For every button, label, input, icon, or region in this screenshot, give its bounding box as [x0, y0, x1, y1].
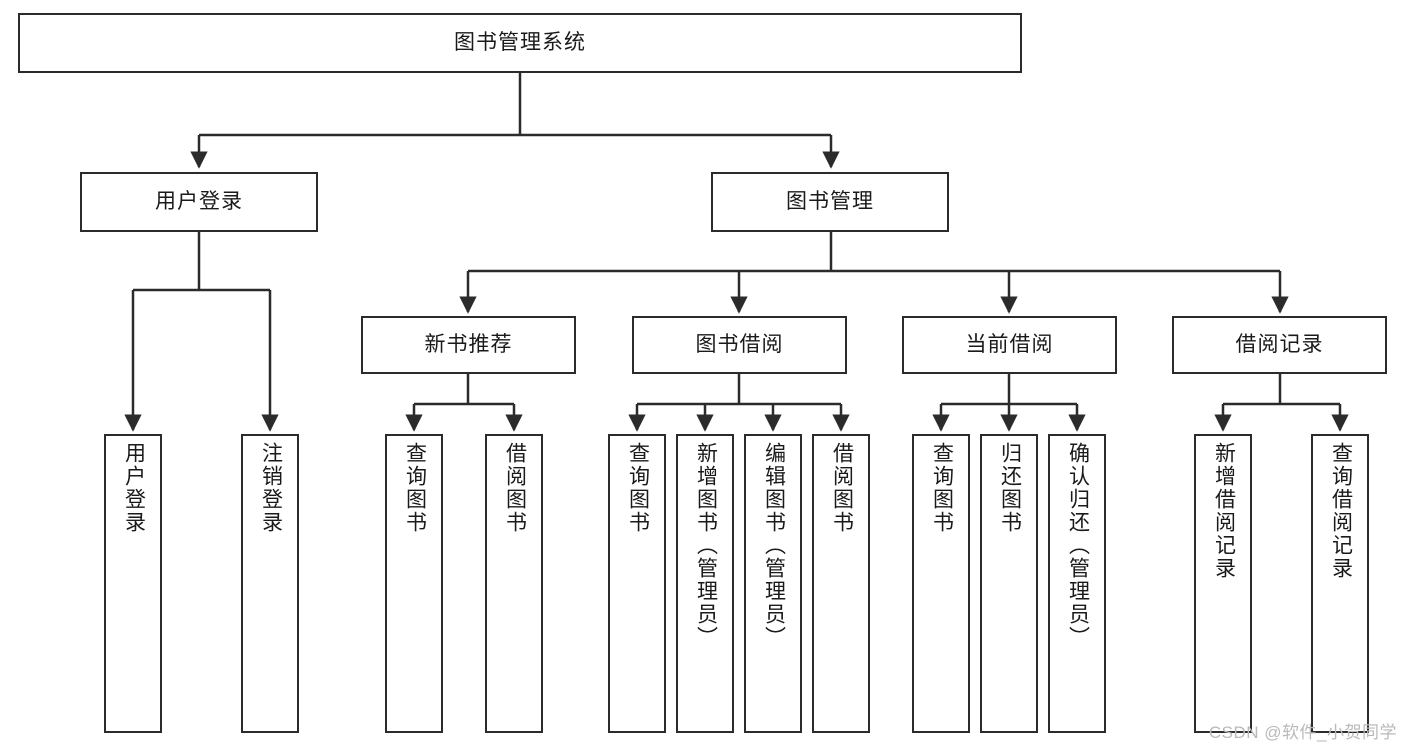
leaf-confirm-return-label: 确认归还（管理员） — [1066, 442, 1090, 649]
leaf-edit-book-label: 编辑图书（管理员） — [762, 442, 786, 649]
leaf-add-book-label: 新增图书（管理员） — [694, 442, 718, 649]
leaf-logout[interactable]: 注销登录 — [241, 434, 299, 733]
leaf-add-record[interactable]: 新增借阅记录 — [1194, 434, 1252, 733]
leaf-query-book-3[interactable]: 查询图书 — [912, 434, 970, 733]
leaf-query-book-1-label: 查询图书 — [403, 442, 427, 534]
leaf-edit-book[interactable]: 编辑图书（管理员） — [744, 434, 802, 733]
leaf-user-login-label: 用户登录 — [122, 442, 146, 534]
node-user-login-label: 用户登录 — [155, 189, 243, 213]
leaf-return-book-label: 归还图书 — [998, 442, 1022, 534]
leaf-query-book-2-label: 查询图书 — [626, 442, 650, 534]
node-root-label: 图书管理系统 — [454, 30, 586, 54]
watermark: CSDN @软件_小贺同学 — [1208, 723, 1397, 742]
node-book-borrow[interactable]: 图书借阅 — [632, 316, 847, 374]
node-borrow-record-label: 借阅记录 — [1235, 332, 1324, 356]
leaf-user-login[interactable]: 用户登录 — [104, 434, 162, 733]
leaf-return-book[interactable]: 归还图书 — [980, 434, 1038, 733]
node-user-login[interactable]: 用户登录 — [80, 172, 318, 232]
leaf-borrow-book-1-label: 借阅图书 — [503, 442, 527, 534]
node-new-book-recommend[interactable]: 新书推荐 — [361, 316, 576, 374]
node-borrow-record[interactable]: 借阅记录 — [1172, 316, 1387, 374]
leaf-add-record-label: 新增借阅记录 — [1212, 442, 1236, 580]
node-current-borrow[interactable]: 当前借阅 — [902, 316, 1117, 374]
leaf-add-book[interactable]: 新增图书（管理员） — [676, 434, 734, 733]
node-root[interactable]: 图书管理系统 — [18, 13, 1022, 73]
node-new-book-recommend-label: 新书推荐 — [424, 332, 513, 356]
leaf-query-record-label: 查询借阅记录 — [1329, 442, 1353, 580]
leaf-borrow-book-1[interactable]: 借阅图书 — [485, 434, 543, 733]
node-book-borrow-label: 图书借阅 — [695, 332, 784, 356]
leaf-query-book-1[interactable]: 查询图书 — [385, 434, 443, 733]
leaf-borrow-book-2[interactable]: 借阅图书 — [812, 434, 870, 733]
node-book-manage-label: 图书管理 — [786, 189, 874, 213]
node-current-borrow-label: 当前借阅 — [965, 332, 1054, 356]
leaf-logout-label: 注销登录 — [259, 442, 283, 534]
leaf-confirm-return[interactable]: 确认归还（管理员） — [1048, 434, 1106, 733]
leaf-query-book-3-label: 查询图书 — [930, 442, 954, 534]
node-book-manage[interactable]: 图书管理 — [711, 172, 949, 232]
leaf-query-book-2[interactable]: 查询图书 — [608, 434, 666, 733]
leaf-query-record[interactable]: 查询借阅记录 — [1311, 434, 1369, 733]
leaf-borrow-book-2-label: 借阅图书 — [830, 442, 854, 534]
